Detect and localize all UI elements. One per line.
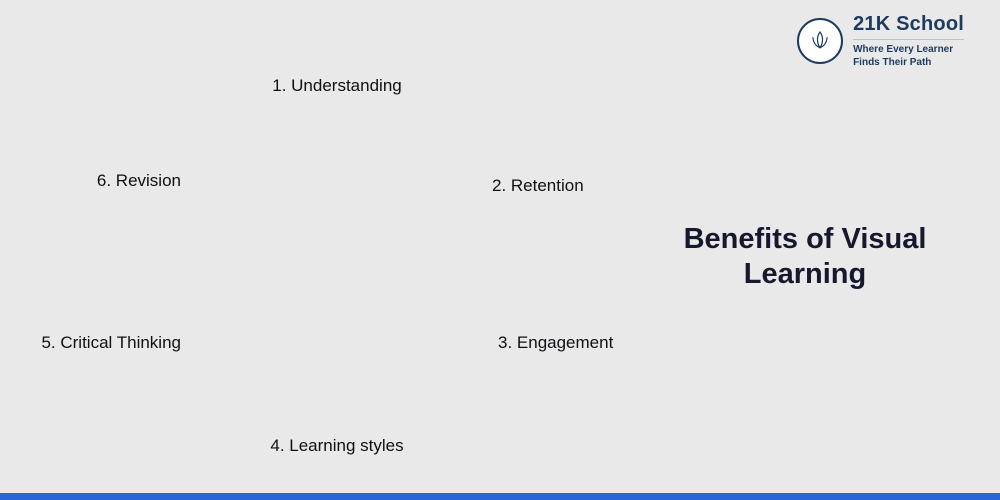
diagram-label-understanding: 1. Understanding (272, 76, 402, 95)
diagram-label-critical-thinking: 5. Critical Thinking (41, 333, 181, 352)
diagram-label-learning-styles: 4. Learning styles (270, 436, 404, 455)
diagram-label-retention: 2. Retention (492, 176, 584, 195)
cycle-diagram-svg (145, 75, 525, 455)
logo-name: 21K School (853, 13, 964, 35)
logo-lotus-icon (797, 18, 844, 64)
logo-tagline-line1: Where Every Learner (853, 44, 954, 55)
logo-tagline-line2: Finds Their Path (853, 57, 932, 68)
logo-tagline: Where Every Learner Finds Their Path (853, 43, 964, 69)
logo-divider (853, 39, 964, 40)
page-title: Benefits of Visual Learning (683, 223, 927, 291)
bottom-accent-bar (0, 493, 1000, 500)
diagram-label-revision: 6. Revision (96, 171, 181, 190)
diagram-label-engagement: 3. Engagement (498, 333, 614, 352)
logo: 21K School Where Every Learner Finds The… (797, 13, 964, 69)
logo-text: 21K School Where Every Learner Finds The… (853, 13, 964, 69)
